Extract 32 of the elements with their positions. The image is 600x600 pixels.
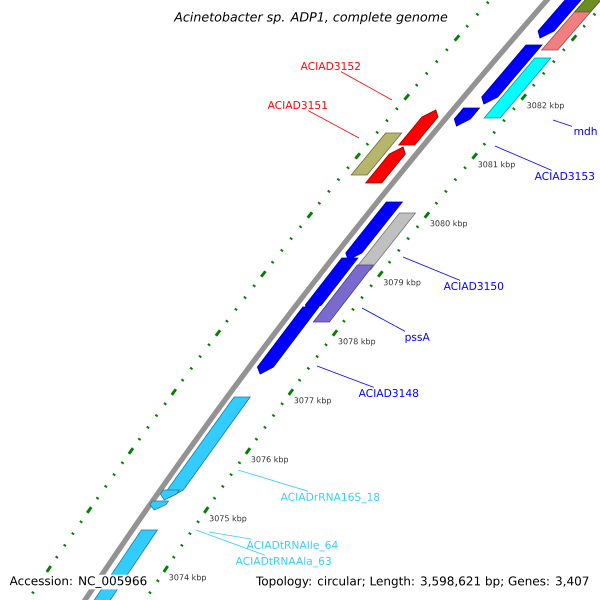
leader-line — [208, 532, 252, 540]
gene-label: ACIAD3150 — [444, 282, 504, 290]
accession-text: Accession: NC_005966 — [8, 574, 149, 590]
scale-label: 3081 kbp — [478, 161, 515, 169]
scale-label: 3074 kbp — [169, 574, 206, 582]
leader-line — [308, 110, 360, 138]
gene-label: ACIADrRNA16S_18 — [280, 492, 380, 504]
leader-line — [402, 256, 460, 281]
gene-label: ACIAD3153 — [534, 172, 594, 180]
gene-label: ACIAD3152 — [300, 62, 360, 70]
leader-line — [552, 120, 572, 127]
gene-label: ACIADtRNAIle_64 — [246, 540, 338, 552]
leader-line — [238, 470, 308, 492]
scale-label: 3080 kbp — [430, 220, 468, 228]
gene-label: ACIAD3151 — [268, 100, 327, 110]
scale-label: 3078 kbp — [338, 338, 376, 346]
leader-line — [362, 308, 406, 332]
gene-label: mdh — [574, 126, 597, 136]
scale-label: 3082 kbp — [527, 102, 564, 110]
leader-line — [494, 146, 552, 171]
leader-line — [316, 366, 374, 388]
scale-label: 3076 kbp — [251, 456, 288, 464]
gene-label: ACIADtRNAAla_63 — [236, 556, 331, 568]
genome-summary: Topology: circular; Length: 3,598,621 bp; Genes: 3,407 — [254, 574, 591, 590]
gene-label: pssA — [406, 333, 430, 343]
scale-label: 3077 kbp — [294, 397, 331, 405]
scale-label: 3079 kbp — [384, 279, 420, 287]
scale-label: 3075 kbp — [210, 515, 246, 523]
leader-line — [196, 530, 266, 556]
gene-label: ACIAD3148 — [358, 388, 418, 398]
leader-line — [340, 71, 392, 100]
title: Acinetobacter sp. ADP1, complete genome — [174, 12, 448, 24]
